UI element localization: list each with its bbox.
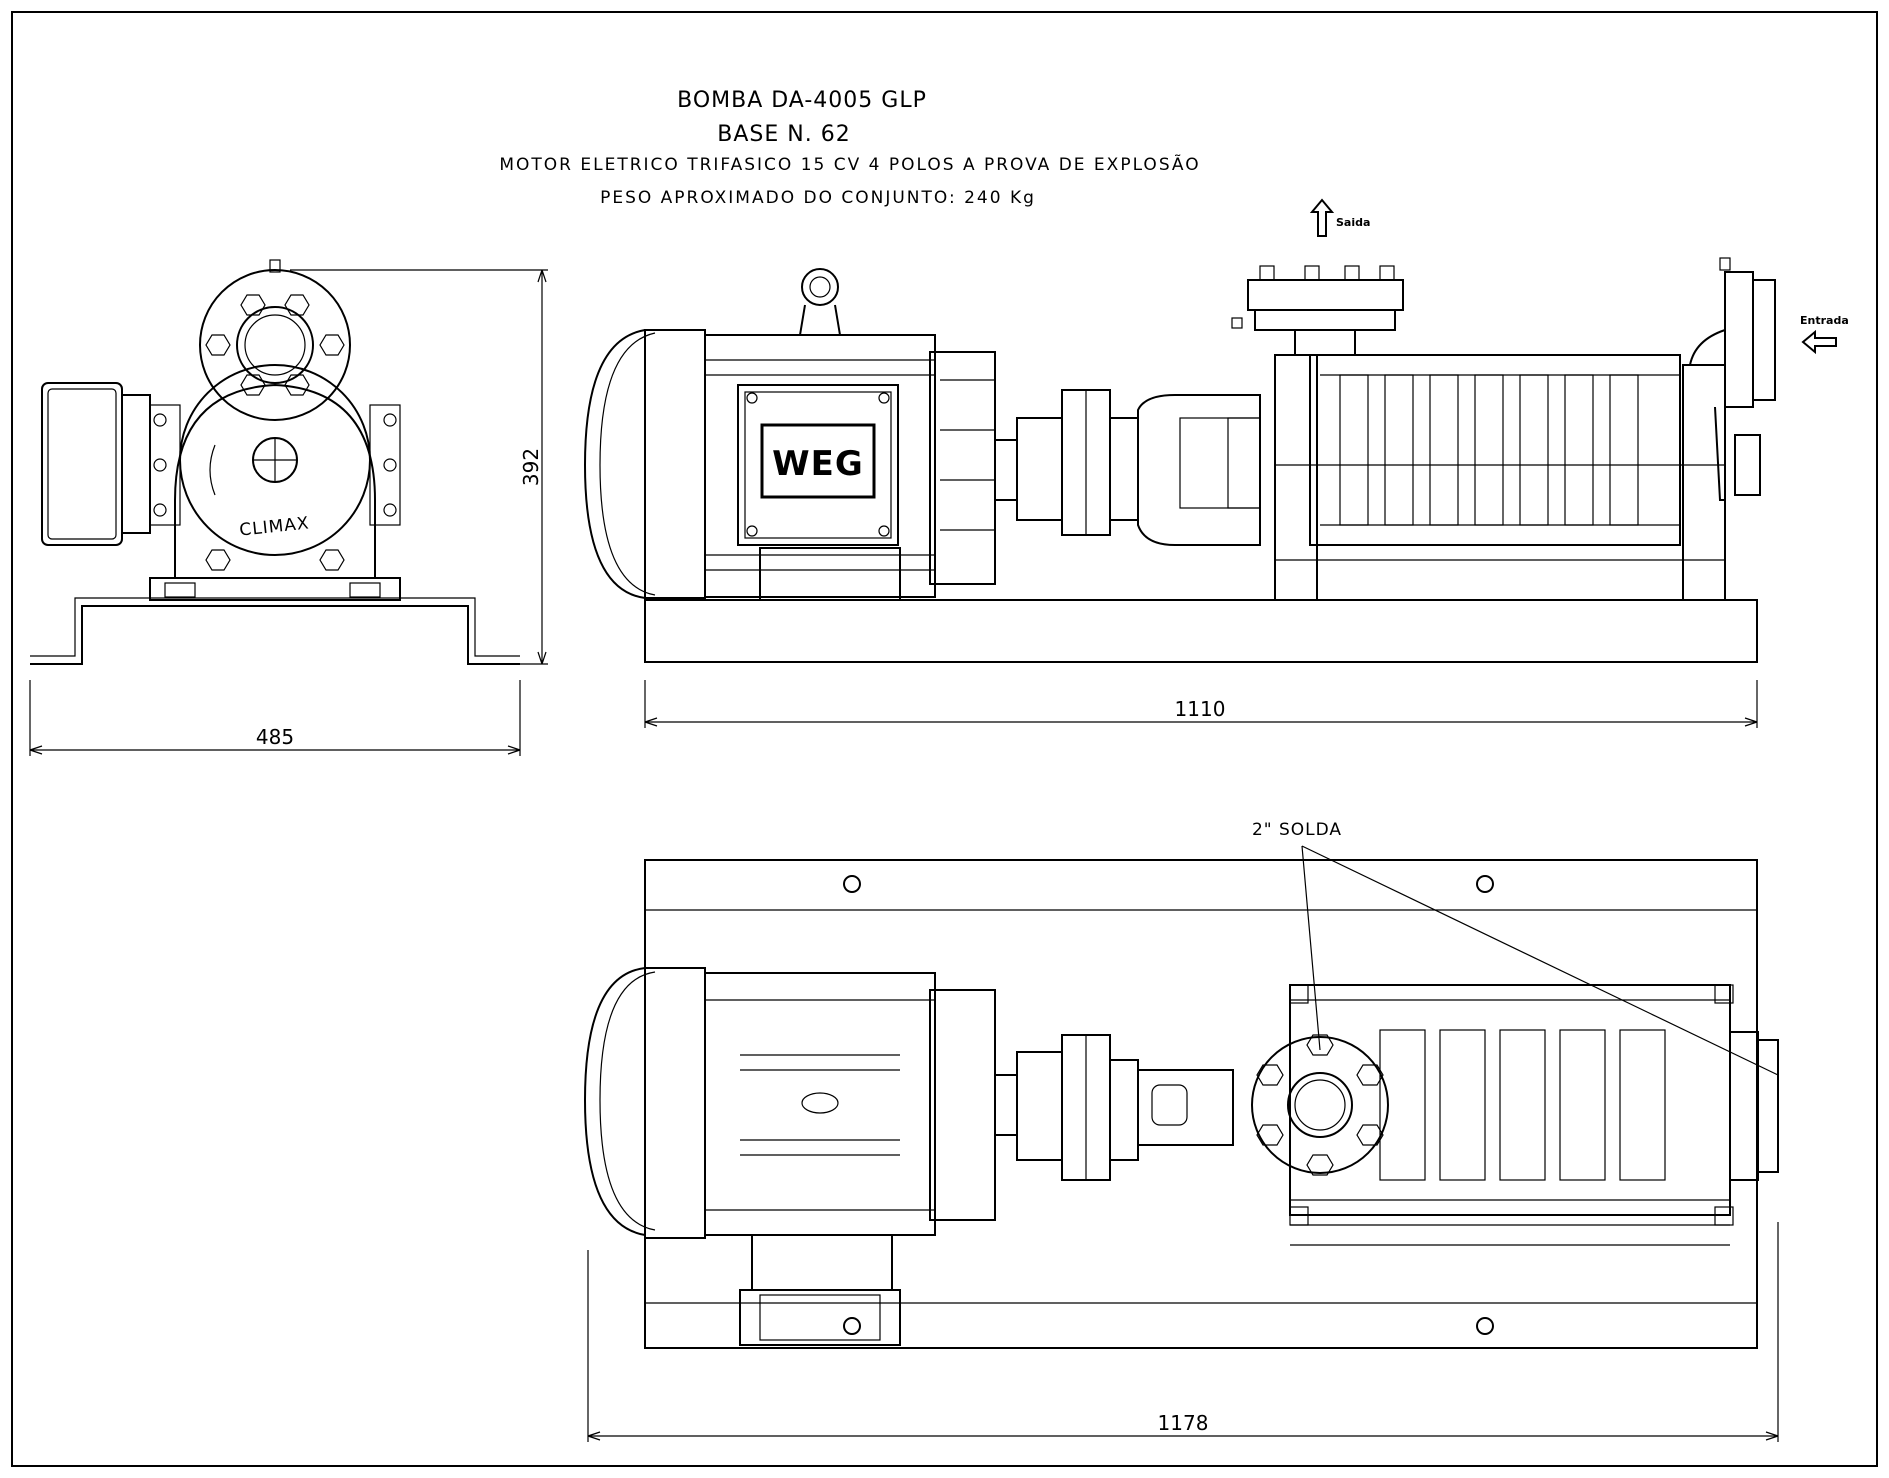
front-pump-casing	[1309, 354, 1681, 546]
top-outlet-flange	[1251, 1036, 1389, 1174]
top-view: 2" SOLDA 1178	[583, 820, 1779, 1442]
side-outlet-flange	[199, 269, 351, 421]
dimension-1110: 1110	[644, 680, 1758, 728]
front-base	[644, 599, 1758, 663]
side-motor-terminal-box	[41, 382, 123, 546]
saida-arrow	[1309, 198, 1335, 237]
dimension-485: 485	[29, 680, 521, 756]
dimension-1178: 1178	[587, 1222, 1779, 1442]
climax-label: CLIMAX	[238, 513, 310, 540]
svg-text:1110: 1110	[1175, 697, 1226, 721]
base-hole	[843, 1317, 861, 1335]
base-hole	[1476, 875, 1494, 893]
base-hole	[1476, 1317, 1494, 1335]
drawing-border	[11, 11, 1878, 1467]
front-elevation: WEG	[583, 198, 1849, 728]
title-line-3: MOTOR ELETRICO TRIFASICO 15 CV 4 POLOS A…	[499, 153, 1200, 175]
saida-label: Saida	[1336, 216, 1370, 229]
front-terminal-box	[737, 384, 899, 546]
side-base-profile	[30, 605, 520, 665]
title-line-2: BASE N. 62	[717, 122, 850, 147]
entrada-label: Entrada	[1800, 314, 1849, 327]
weg-logo: WEG	[772, 444, 864, 484]
entrada-arrow	[1801, 329, 1837, 355]
side-view: CLIMAX 485 392	[29, 259, 548, 756]
title-line-4: PESO APROXIMADO DO CONJUNTO: 240 Kg	[600, 188, 1036, 208]
dimension-392: 392	[290, 269, 548, 665]
front-inlet-flange	[1724, 271, 1754, 408]
top-motor-body	[704, 972, 936, 1236]
svg-text:485: 485	[256, 725, 294, 749]
front-outlet-flange	[1247, 279, 1404, 311]
solda-note: 2" SOLDA	[1252, 820, 1342, 840]
svg-text:1178: 1178	[1158, 1411, 1209, 1435]
solda-leader	[1301, 845, 1779, 1076]
title-block: BOMBA DA-4005 GLP BASE N. 62 MOTOR ELETR…	[499, 88, 1200, 208]
base-hole	[843, 875, 861, 893]
top-base-plate	[644, 859, 1758, 1349]
title-line-1: BOMBA DA-4005 GLP	[677, 88, 927, 113]
svg-text:392: 392	[519, 448, 543, 486]
